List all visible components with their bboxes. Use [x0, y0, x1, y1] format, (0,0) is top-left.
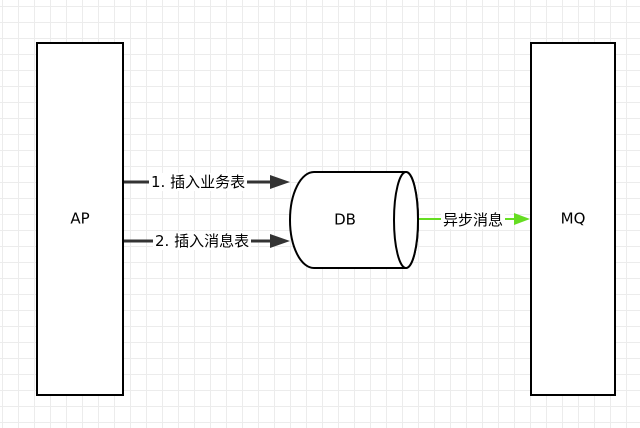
mq-node[interactable]: [530, 42, 616, 396]
db-node[interactable]: [289, 171, 419, 269]
edge-label-insert-business: 1. 插入业务表: [149, 173, 248, 191]
db-label: DB: [334, 210, 356, 229]
mq-label: MQ: [560, 209, 586, 228]
edge-label-async-message: 异步消息: [441, 211, 506, 229]
ap-label: AP: [70, 209, 90, 228]
ap-node[interactable]: [36, 42, 124, 396]
edge-label-insert-message: 2. 插入消息表: [153, 232, 252, 250]
